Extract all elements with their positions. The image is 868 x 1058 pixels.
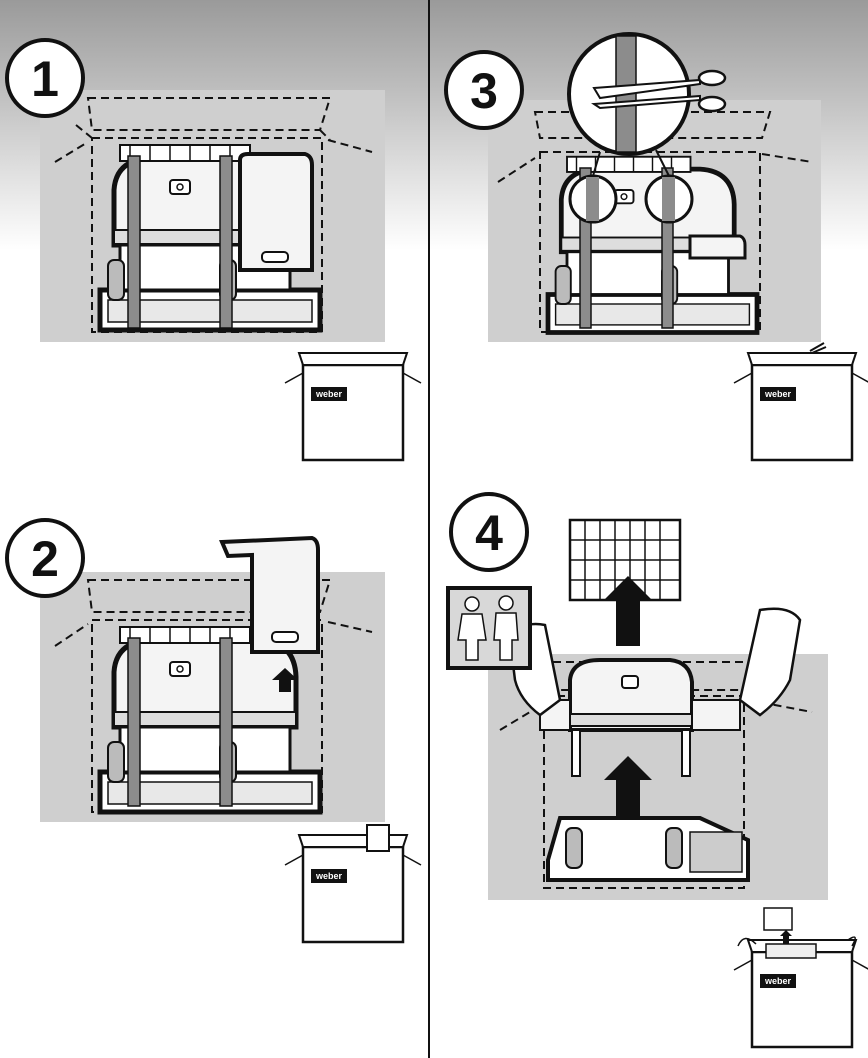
step-3: 3 weber — [446, 34, 868, 460]
step-1-brand-logo: weber — [315, 389, 343, 399]
step-4-number: 4 — [475, 505, 503, 561]
step-4: 4 weber — [448, 494, 868, 1047]
two-person-lift-icon — [448, 588, 530, 668]
step-3-brand-logo: weber — [764, 389, 792, 399]
step-1-number: 1 — [31, 51, 59, 107]
step-2-number: 2 — [31, 531, 59, 587]
step-4-brand-logo: weber — [764, 976, 792, 986]
step-3-number: 3 — [470, 63, 498, 119]
step-2: 2 weber — [7, 520, 421, 942]
step-2-brand-logo: weber — [315, 871, 343, 881]
step-1: 1 weber — [7, 40, 421, 460]
